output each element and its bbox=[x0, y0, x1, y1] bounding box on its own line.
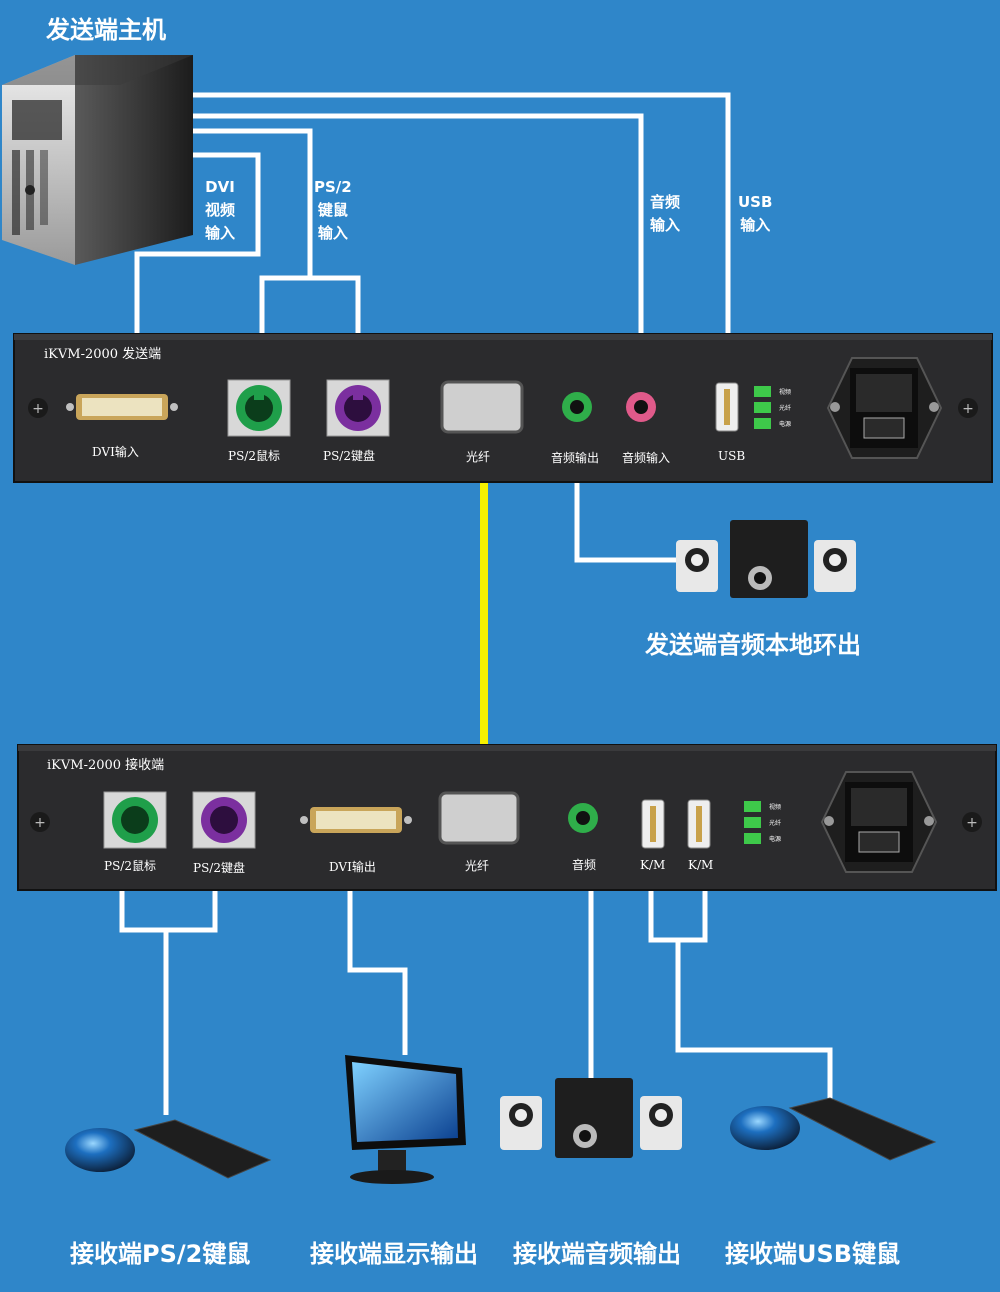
dvi-input-port bbox=[66, 394, 178, 420]
svg-text:+: + bbox=[34, 815, 46, 831]
audio-cable bbox=[193, 113, 644, 335]
port-label-fiber: 光纤 bbox=[465, 859, 490, 873]
dvi-out-cable bbox=[347, 890, 408, 1055]
port-label-km-2: K/M bbox=[688, 858, 714, 872]
host-pc-icon bbox=[2, 55, 193, 265]
port-label-ps2-keyboard: PS/2键盘 bbox=[193, 861, 245, 875]
svg-text:+: + bbox=[32, 401, 44, 417]
port-label-dvi-output: DVI输出 bbox=[329, 860, 376, 874]
receiver-cables bbox=[119, 890, 833, 1115]
port-label-km-1: K/M bbox=[640, 858, 666, 872]
ps2-keyboard-port bbox=[192, 791, 256, 849]
port-label-audio-out: 音频输出 bbox=[551, 451, 600, 465]
port-label-dvi-input: DVI输入 bbox=[92, 445, 139, 459]
port-label-ps2-keyboard: PS/2键盘 bbox=[323, 449, 375, 463]
power-socket bbox=[826, 357, 943, 459]
led-label-power: 电源 bbox=[779, 421, 792, 428]
receiver-panel: + + bbox=[17, 744, 997, 891]
ps2-mouse-keyboard-icon bbox=[65, 1119, 272, 1179]
sender-panel-title: iKVM-2000 发送端 bbox=[44, 347, 162, 362]
caption-usb-keyboard-mouse: 接收端USB键鼠 bbox=[725, 1240, 901, 1268]
receiver-panel-title: iKVM-2000 接收端 bbox=[47, 758, 165, 773]
ps2-cable bbox=[193, 128, 361, 335]
led-label-video: 视频 bbox=[779, 389, 792, 396]
caption-ps2-keyboard-mouse: 接收端PS/2键鼠 bbox=[70, 1240, 251, 1268]
usb-mouse-keyboard-icon bbox=[730, 1097, 937, 1161]
monitor-icon bbox=[345, 1055, 466, 1184]
ps2-mouse-port bbox=[103, 791, 167, 849]
port-label-ps2-mouse: PS/2鼠标 bbox=[228, 449, 280, 463]
fiber-port bbox=[438, 791, 520, 845]
svg-text:+: + bbox=[966, 815, 978, 831]
ps2-out-cable bbox=[119, 890, 218, 1115]
port-label-audio-in: 音频输入 bbox=[622, 451, 671, 465]
ps2-keyboard-port bbox=[326, 379, 390, 437]
caption-audio-output: 接收端音频输出 bbox=[513, 1240, 681, 1268]
sender-host-title: 发送端主机 bbox=[46, 16, 166, 44]
led-fiber bbox=[744, 817, 761, 828]
dvi-cable bbox=[134, 152, 261, 335]
caption-display-output: 接收端显示输出 bbox=[310, 1240, 478, 1268]
fiber-port bbox=[440, 380, 524, 434]
led-video bbox=[754, 386, 771, 397]
port-label-audio: 音频 bbox=[572, 858, 597, 872]
led-power bbox=[754, 418, 771, 429]
receiver-speakers-icon bbox=[500, 1078, 682, 1158]
audio-cable-label: 音频输入 bbox=[650, 193, 681, 234]
led-power bbox=[744, 833, 761, 844]
led-label-fiber: 光纤 bbox=[769, 820, 782, 827]
port-label-usb: USB bbox=[718, 449, 746, 463]
led-label-power: 电源 bbox=[769, 836, 782, 843]
svg-text:+: + bbox=[962, 401, 974, 417]
usb-cable bbox=[193, 92, 731, 335]
sender-panel: + + bbox=[13, 333, 993, 483]
power-socket bbox=[820, 771, 938, 873]
dvi-output-port bbox=[300, 807, 412, 833]
led-video bbox=[744, 801, 761, 812]
port-label-fiber: 光纤 bbox=[466, 450, 491, 464]
led-label-video: 视频 bbox=[769, 804, 782, 811]
led-label-fiber: 光纤 bbox=[779, 405, 792, 412]
usb-out-cable bbox=[648, 890, 833, 1100]
ps2-mouse-port bbox=[227, 379, 291, 437]
port-label-ps2-mouse: PS/2鼠标 bbox=[104, 859, 156, 873]
sender-speakers-icon bbox=[676, 520, 856, 598]
sender-audio-caption: 发送端音频本地环出 bbox=[645, 631, 861, 659]
sender-cables bbox=[134, 92, 731, 563]
audio-loop-cable bbox=[574, 482, 680, 563]
led-fiber bbox=[754, 402, 771, 413]
